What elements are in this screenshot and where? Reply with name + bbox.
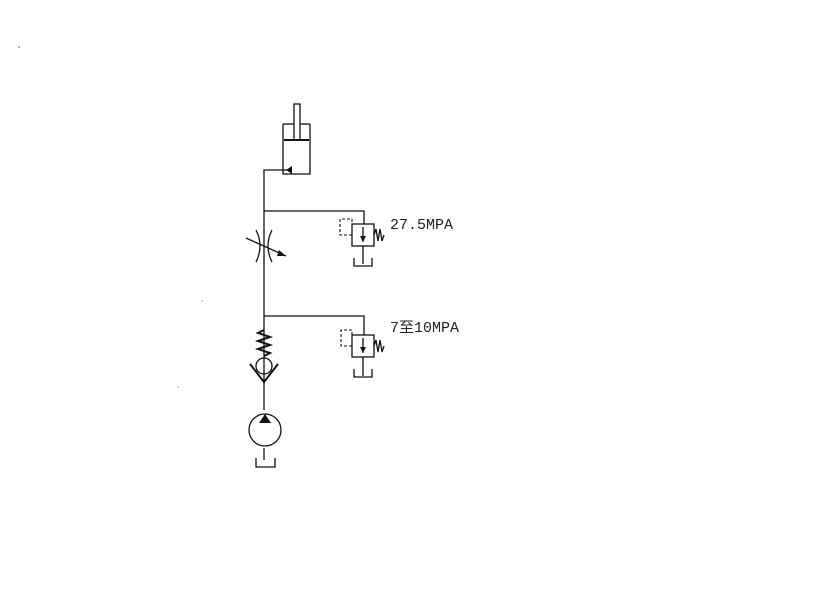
adjustable-throttle-valve xyxy=(245,229,287,263)
check-valve xyxy=(249,329,279,384)
background-specks xyxy=(18,46,203,388)
relief-valve-lower xyxy=(264,315,385,378)
hydraulic-pump xyxy=(248,413,282,447)
relief-valve-lower-label: 7至10MPA xyxy=(390,320,459,337)
relief-valve-upper-label: 27.5MPA xyxy=(390,217,453,234)
hydraulic-cylinder xyxy=(282,103,311,175)
reservoir-tank xyxy=(255,458,276,468)
main-pressure-line xyxy=(263,169,288,460)
relief-valve-upper xyxy=(264,210,385,267)
